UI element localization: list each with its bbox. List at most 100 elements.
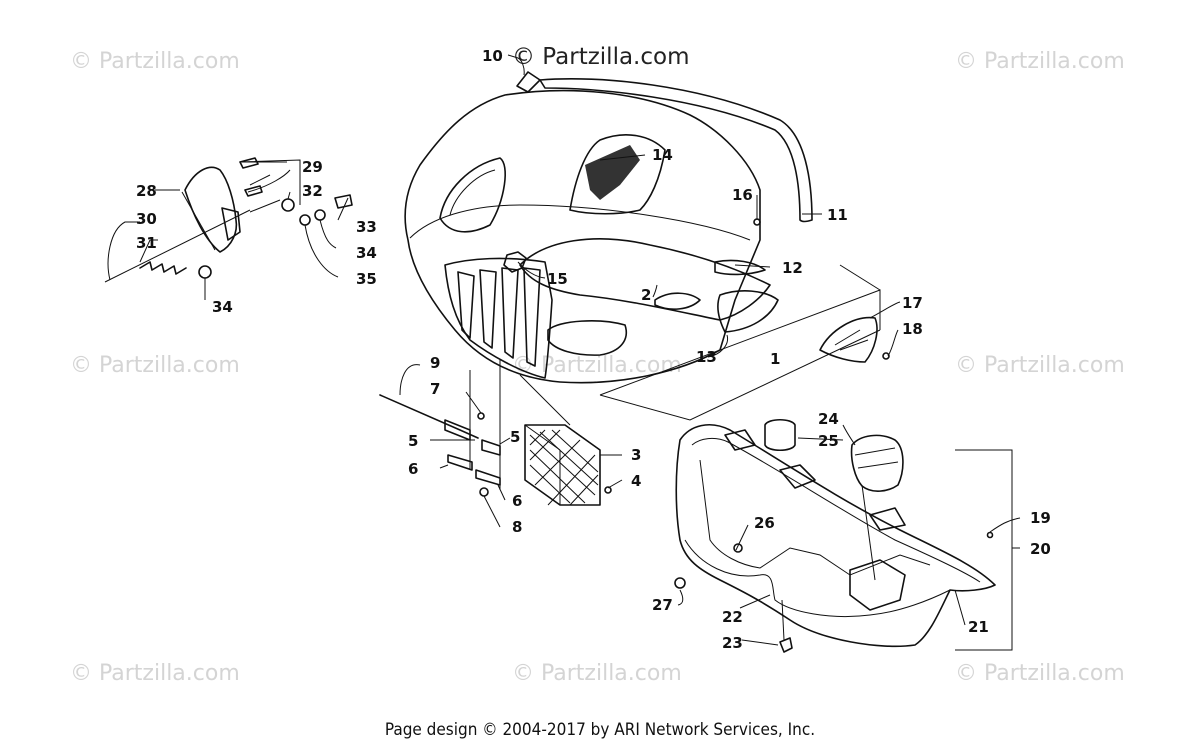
callout-26: 26	[754, 514, 775, 532]
hood-assembly	[404, 71, 813, 384]
headlight-housing	[184, 166, 238, 253]
callout-11: 11	[827, 206, 848, 224]
tray-inner-wall	[699, 459, 931, 576]
callout-16: 16	[732, 186, 753, 204]
callout-20: 20	[1030, 540, 1051, 558]
front-fasteners	[379, 360, 612, 506]
leader-lines	[107, 54, 1021, 646]
plate-6a	[447, 454, 473, 471]
watermark: © Partzilla.com	[70, 661, 240, 686]
tray-tab	[779, 464, 816, 489]
clip-10	[516, 71, 541, 93]
callout-19: 19	[1030, 509, 1051, 527]
callout-9: 9	[430, 354, 440, 372]
pad-25	[764, 418, 796, 452]
callout-13: 13	[696, 348, 717, 366]
callout-6: 6	[512, 492, 522, 510]
callout-27: 27	[652, 596, 673, 614]
latch-24	[850, 434, 904, 492]
headlight-edge	[181, 191, 216, 251]
watermark: © Partzilla.com	[512, 661, 682, 686]
watermark-top: © Partzilla.com	[512, 44, 690, 70]
washer-35	[299, 214, 311, 226]
hood-center-panel	[569, 134, 666, 215]
screw-18	[882, 352, 890, 360]
decal-12	[714, 259, 766, 276]
guide-line-24	[861, 484, 876, 581]
storage-tray-assembly	[674, 418, 996, 653]
callout-34: 34	[356, 244, 377, 262]
hood-decal-14	[585, 145, 640, 200]
callout-28: 28	[136, 182, 157, 200]
headlight-mount	[221, 207, 241, 241]
callout-29: 29	[302, 158, 323, 176]
louver-grille	[444, 257, 553, 379]
callout-7: 7	[430, 380, 440, 398]
callout-6: 6	[408, 460, 418, 478]
screw-23	[779, 637, 793, 653]
hood-vent-left	[439, 157, 506, 233]
bolt-29a	[239, 157, 259, 169]
callout-22: 22	[722, 608, 743, 626]
spring-31	[139, 261, 187, 275]
emblem-15	[503, 251, 527, 273]
screw-19	[986, 531, 994, 539]
washer-34b	[198, 265, 212, 279]
hood-edge-line	[409, 204, 751, 241]
guide-line	[469, 360, 501, 490]
washer-34a	[314, 209, 326, 221]
callout-17: 17	[902, 294, 923, 312]
screw-4	[604, 486, 612, 494]
bolt-29b	[244, 185, 263, 197]
footer-copyright: Page design © 2004-2017 by ARI Network S…	[384, 720, 816, 740]
callout-8: 8	[512, 518, 522, 536]
callout-23: 23	[722, 634, 743, 652]
callout-5: 5	[510, 428, 520, 446]
callout-5: 5	[408, 432, 418, 450]
callout-10: 10	[482, 47, 503, 65]
hood-shell	[404, 89, 761, 384]
watermark: © Partzilla.com	[955, 661, 1125, 686]
callout-1: 1	[770, 350, 780, 368]
nut-32	[281, 198, 295, 212]
callout-32: 32	[302, 182, 323, 200]
watermark: © Partzilla.com	[70, 353, 240, 378]
assembly-outline-1	[599, 264, 881, 421]
callout-34: 34	[212, 298, 233, 316]
side-decal-13	[717, 290, 779, 333]
watermark: © Partzilla.com	[955, 49, 1125, 74]
callout-30: 30	[136, 210, 157, 228]
headlight-lens	[547, 320, 627, 356]
bolt-33	[334, 194, 353, 209]
bracket-5a	[444, 419, 471, 441]
nut-27	[674, 577, 686, 589]
guide-line-23	[781, 599, 785, 641]
screw-8	[479, 487, 489, 497]
callout-15: 15	[547, 270, 568, 288]
callout-3: 3	[631, 446, 641, 464]
callout-35: 35	[356, 270, 377, 288]
rod-9	[379, 394, 479, 439]
group-bracket-20	[955, 449, 1020, 651]
callout-24: 24	[818, 410, 839, 428]
tray-body	[675, 424, 996, 648]
screw-26	[733, 543, 743, 553]
tray-inner-rim	[691, 437, 981, 583]
hood-vent-left-inner	[449, 169, 496, 216]
bracket-17	[819, 316, 890, 363]
hardware-line	[239, 159, 301, 213]
plate-6b	[475, 469, 501, 486]
tray-pocket	[849, 559, 906, 611]
callout-4: 4	[631, 472, 641, 490]
callouts: 1 2 3 4 5 5 6 6 7 8 9 10 11 12 13 14 15 …	[136, 47, 1051, 652]
callout-14: 14	[652, 146, 673, 164]
callout-12: 12	[782, 259, 803, 277]
side-decal-2	[654, 292, 701, 310]
hood-scoop	[519, 238, 771, 321]
tray-rim-lower	[684, 539, 951, 617]
trim-strip-11	[539, 78, 813, 223]
callout-33: 33	[356, 218, 377, 236]
latch-24-detail	[854, 447, 899, 469]
watermark: © Partzilla.com	[955, 353, 1125, 378]
